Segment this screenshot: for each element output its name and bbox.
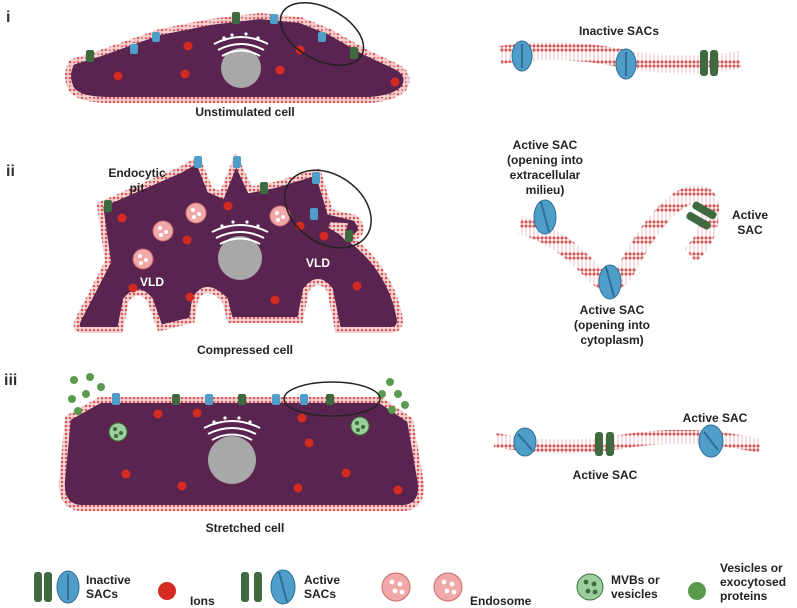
inactive-sac-blue-icon: [511, 40, 533, 72]
nucleus: [203, 416, 261, 484]
ions: [113, 41, 400, 87]
active-sac-extracellular-label: extracellular: [510, 168, 581, 182]
legend-label: MVBs or: [611, 573, 660, 587]
nucleus: [213, 32, 269, 88]
legend-label: Inactive: [86, 573, 131, 587]
vesicle-icon: [688, 582, 706, 600]
active-sac-extracellular-label: (opening into: [507, 153, 583, 167]
active-sac-blue-icon: [698, 424, 724, 458]
panel-caption: Stretched cell: [206, 521, 285, 535]
active-sac-blue-icon: [598, 264, 622, 300]
active-sac-blue-icon: [533, 199, 557, 235]
active-sac-label: Active: [732, 208, 768, 222]
ion-icon: [158, 582, 176, 600]
legend-label: Vesicles or: [720, 561, 783, 575]
panel-caption: Compressed cell: [197, 343, 293, 357]
mvbs: [108, 416, 370, 442]
endocytic-pit-label: pit: [130, 181, 145, 195]
inactive-sac-icons: [34, 570, 80, 604]
ions: [121, 408, 403, 495]
legend-label: SACs: [86, 587, 118, 601]
panel-iii: iii Stretche: [4, 372, 762, 535]
active-sac-green-icon: [686, 201, 717, 230]
inset-membrane-inactive: [498, 40, 742, 80]
ions: [117, 201, 362, 305]
active-sac-extracellular-label: milieu): [526, 183, 565, 197]
legend-label: exocytosed: [720, 575, 786, 589]
endosome-icons: [381, 572, 463, 602]
active-sac-green-icon: [595, 432, 614, 456]
inactive-sac-channels: [86, 12, 358, 62]
inactive-sac-blue-icon: [615, 48, 637, 80]
endocytic-pit-label: Endocytic: [108, 166, 166, 180]
panel-numeral: iii: [4, 372, 17, 389]
legend-label: proteins: [720, 589, 768, 603]
vld-label: VLD: [140, 275, 164, 289]
legend-label: Active: [304, 573, 340, 587]
active-sac-icons: [241, 569, 296, 605]
panel-ii: ii Endocytic pit VL: [6, 138, 768, 357]
zoom-ellipse: [284, 169, 372, 249]
active-sac-cytoplasm-label: cytoplasm): [580, 333, 643, 347]
active-sac-label: Active SAC: [683, 411, 748, 425]
inset-membrane-stretched: [493, 424, 762, 458]
legend-label: Ions: [190, 594, 215, 608]
mvb-icon: [576, 573, 604, 601]
active-sac-cytoplasm-label: (opening into: [574, 318, 650, 332]
panel-numeral: ii: [6, 163, 15, 180]
active-sac-extracellular-label: Active SAC: [513, 138, 578, 152]
panel-i: i Unstimulated cell: [6, 2, 742, 119]
inset-membrane-active: [517, 185, 720, 300]
active-sac-blue-icon: [513, 427, 537, 457]
panel-caption: Unstimulated cell: [195, 105, 294, 119]
zoom-ellipse: [279, 2, 365, 66]
zoom-ellipse: [283, 381, 381, 417]
legend-label: SACs: [304, 587, 336, 601]
legend-label: Endosome: [470, 594, 532, 608]
nucleus: [211, 220, 269, 280]
inactive-sacs-label: Inactive SACs: [579, 24, 659, 38]
active-sac-cytoplasm-label: Active SAC: [580, 303, 645, 317]
sac-channels: [112, 393, 334, 405]
endosomes: [132, 202, 291, 270]
inactive-sac-green-icon: [700, 50, 718, 76]
legend: Inactive SACs Ions Active SACs Endosome …: [34, 561, 786, 608]
vld-label: VLD: [306, 256, 330, 270]
panel-numeral: i: [6, 9, 10, 26]
sac-channels: [104, 156, 353, 242]
legend-label: vesicles: [611, 587, 658, 601]
exocytosed-vesicles: [68, 373, 409, 415]
active-sac-label: SAC: [737, 223, 763, 237]
active-sac-label: Active SAC: [573, 468, 638, 482]
